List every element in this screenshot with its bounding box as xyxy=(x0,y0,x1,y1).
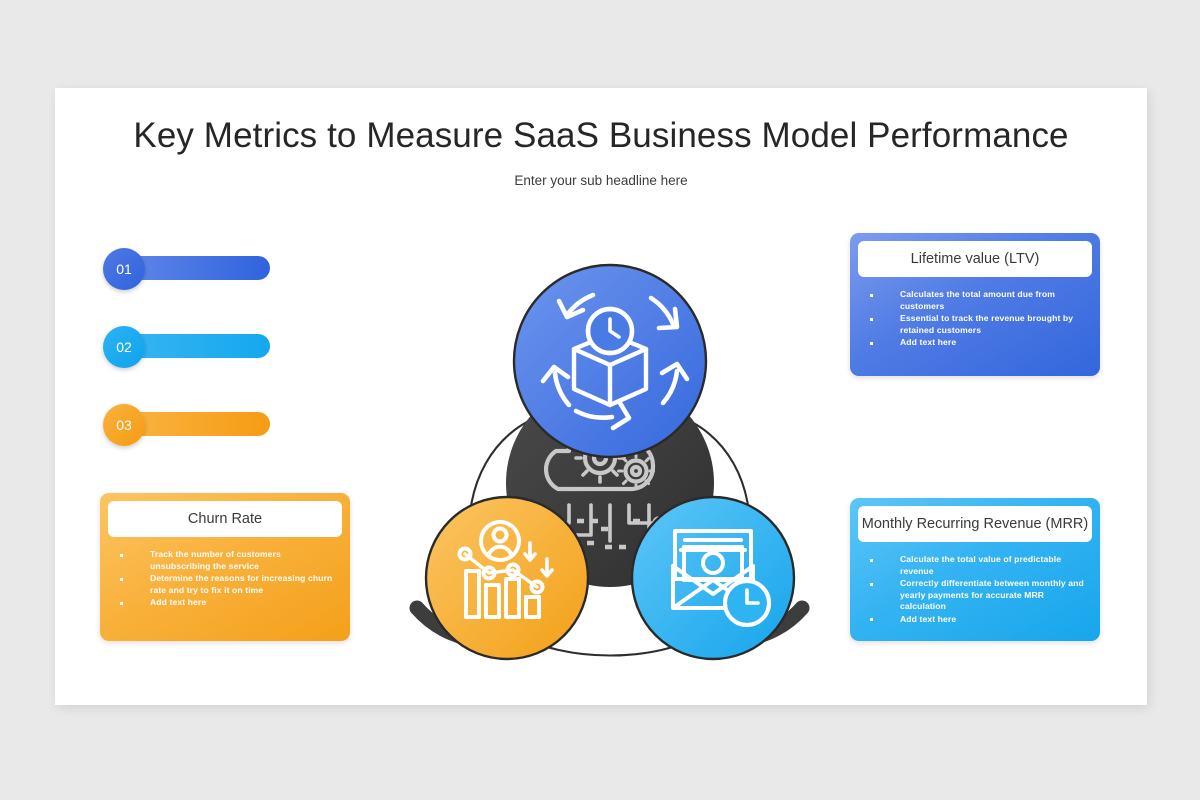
legend-bar-03 xyxy=(129,412,270,436)
legend-number-03: 03 xyxy=(103,404,145,446)
list-item: Add text here xyxy=(112,597,336,609)
list-item: Correctly differentiate between monthly … xyxy=(862,578,1086,613)
legend-number-01: 01 xyxy=(103,248,145,290)
money-envelope-clock-icon xyxy=(671,529,771,627)
list-item: Determine the reasons for increasing chu… xyxy=(112,573,336,596)
legend-number-02: 02 xyxy=(103,326,145,368)
legend-bar-01 xyxy=(129,256,270,280)
list-item: Essential to track the revenue brought b… xyxy=(862,313,1086,336)
card-bullets-mrr: Calculate the total value of predictable… xyxy=(858,554,1092,626)
card-bullets-churn: Track the number of customers unsubscrib… xyxy=(108,549,342,609)
user-declining-bar-chart-icon xyxy=(457,520,554,619)
list-item: Track the number of customers unsubscrib… xyxy=(112,549,336,572)
list-item: Add text here xyxy=(862,337,1086,349)
card-churn-rate[interactable]: Churn Rate Track the number of customers… xyxy=(100,493,350,641)
list-item: Calculate the total value of predictable… xyxy=(862,554,1086,577)
box-clock-recycle-icon xyxy=(540,292,690,431)
list-item: Add text here xyxy=(862,614,1086,626)
venn-diagram xyxy=(355,203,865,683)
list-item: Calculates the total amount due from cus… xyxy=(862,289,1086,312)
page-title: Key Metrics to Measure SaaS Business Mod… xyxy=(133,116,1069,155)
diagram-node-mrr[interactable] xyxy=(630,495,796,661)
card-title-ltv: Lifetime value (LTV) xyxy=(858,241,1092,277)
card-monthly-recurring-revenue[interactable]: Monthly Recurring Revenue (MRR) Calculat… xyxy=(850,498,1100,641)
page-subtitle: Enter your sub headline here xyxy=(514,173,688,188)
legend-bar-02 xyxy=(129,334,270,358)
slide-canvas: Key Metrics to Measure SaaS Business Mod… xyxy=(55,88,1147,705)
card-title-mrr: Monthly Recurring Revenue (MRR) xyxy=(858,506,1092,542)
diagram-node-churn[interactable] xyxy=(424,495,590,661)
card-lifetime-value[interactable]: Lifetime value (LTV) Calculates the tota… xyxy=(850,233,1100,376)
card-bullets-ltv: Calculates the total amount due from cus… xyxy=(858,289,1092,349)
diagram-node-ltv[interactable] xyxy=(512,263,708,459)
card-title-churn: Churn Rate xyxy=(108,501,342,537)
